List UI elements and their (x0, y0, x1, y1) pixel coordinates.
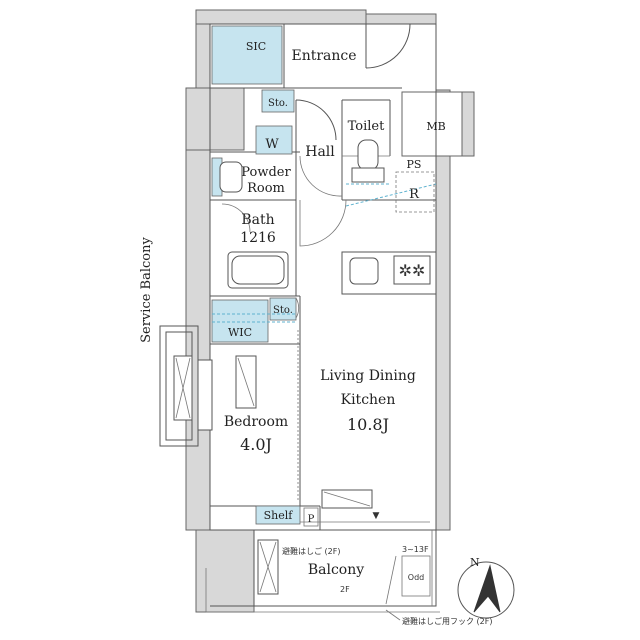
service-balcony-label: Service Balcony (139, 236, 154, 342)
powder-room-label-1: Powder (241, 165, 291, 180)
storage-top-label: Sto. (268, 98, 288, 109)
hall-label: Hall (305, 144, 335, 160)
powder-room-label-2: Room (247, 181, 285, 196)
arrow-down-icon: ▼ (373, 511, 380, 521)
toilet-label: Toilet (348, 119, 385, 134)
compass-north-label: N (470, 556, 480, 569)
bedroom-label: Bedroom (224, 414, 288, 430)
bath-label: Bath (241, 212, 274, 228)
bath-size-label: 1216 (240, 230, 276, 246)
odd-note: Odd (408, 573, 424, 582)
sic-area (211, 25, 283, 85)
wic-label: WIC (228, 326, 252, 339)
floors-note: 3~13F (402, 545, 429, 554)
pipe-box (303, 507, 319, 527)
ldk-size-label: 10.8J (347, 415, 389, 434)
ldk-label-2: Kitchen (341, 392, 396, 408)
washer-area (255, 125, 293, 155)
washer-label: W (265, 137, 279, 152)
wic-area (211, 299, 269, 343)
cooktop (393, 255, 431, 285)
sic-label: SIC (246, 40, 266, 53)
storage-top-area (261, 89, 295, 113)
service-balcony (159, 325, 213, 447)
ps-label: PS (407, 158, 422, 171)
pipe-label: P (308, 514, 315, 525)
powder-sink (219, 161, 243, 193)
toilet-bowl (357, 139, 379, 171)
room-outlines (209, 23, 437, 607)
refrigerator-label: R (409, 187, 420, 202)
ladder-hook-note: 避難はしご用フック (2F) (402, 616, 492, 626)
balcony-railing (205, 330, 440, 613)
refrigerator-box (395, 171, 435, 213)
compass: N (457, 556, 515, 619)
storage-areas (211, 25, 437, 525)
room-labels: SIC Entrance Sto. Toilet MB W Hall PS Po… (139, 40, 446, 578)
ldk-label-1: Living Dining (320, 368, 416, 384)
ladder-2f-note: 避難はしご (2F) (282, 546, 340, 556)
kitchen-sink (349, 257, 379, 285)
storage-mid-label: Sto. (273, 305, 293, 316)
burner-icon: ✲✲ (399, 261, 426, 280)
plan-notes: 避難はしご (2F) 3~13F Odd 2F 避難はしご用フック (2F) (282, 545, 492, 626)
bedroom-size-label: 4.0J (240, 435, 272, 454)
balcony-label: Balcony (308, 562, 364, 578)
entrance-label: Entrance (291, 48, 356, 64)
mb-label: MB (426, 120, 445, 133)
shelf-area (255, 505, 301, 525)
fixtures: ✲✲ ▼ (219, 139, 437, 597)
doors (221, 23, 411, 319)
floor-2f-note: 2F (340, 585, 350, 594)
odd-box (401, 555, 431, 597)
shelf-label: Shelf (264, 509, 294, 522)
